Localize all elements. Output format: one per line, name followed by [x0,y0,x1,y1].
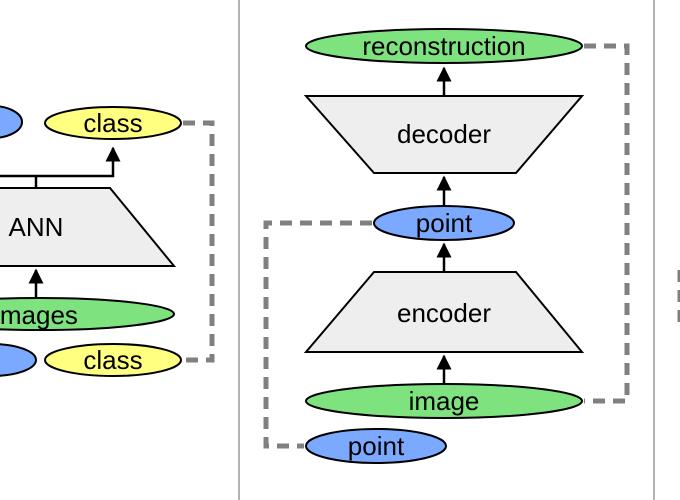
point-comparison-dashed-link [263,220,372,449]
decoder-block [303,95,585,174]
encoder-block [303,271,585,353]
class-output-label: class [83,108,142,138]
middle-panel: reconstruction decoder point encoder ima… [263,28,630,464]
latent-point-node [373,205,515,241]
left-edge-blue-ellipse-bottom [0,343,37,377]
reconstruction-comparison-dashed-link [584,43,630,404]
ann-label: ANN [9,212,64,242]
ann-output-branch [0,146,121,178]
ann-block [0,187,177,267]
image-input-node [305,383,583,419]
encoder-label: encoder [397,298,491,328]
sample-point-label: point [348,431,405,461]
latent-point-label: point [416,208,473,238]
class-comparison-dashed-link [183,120,215,363]
image-input-label: image [409,386,480,416]
class-output-node [44,106,182,140]
sample-point-node [305,428,447,464]
class-target-label: class [83,345,142,375]
images-input-node [0,297,175,331]
reconstruction-node [305,28,583,64]
class-target-node [44,343,182,377]
left-edge-blue-ellipse-top [0,105,23,139]
reconstruction-label: reconstruction [362,31,525,61]
left-panel: ANN class images class [0,105,215,377]
images-input-label: images [0,300,78,330]
decoder-label: decoder [397,119,491,149]
